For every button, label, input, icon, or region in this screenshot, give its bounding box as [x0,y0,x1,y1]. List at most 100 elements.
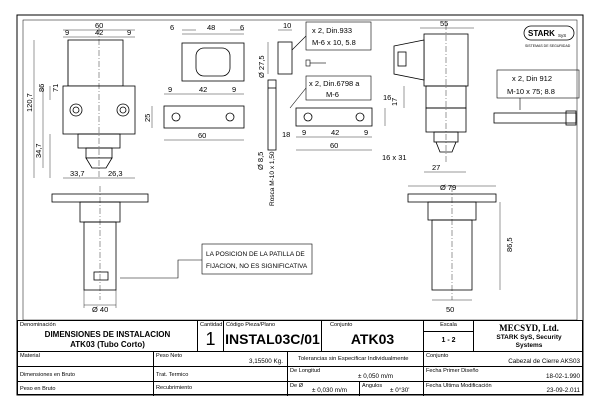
conjunto2-cell: Conjunto Cabezal de Cierre AKS03 [424,352,584,367]
dim-42-bracket: 42 [199,85,207,94]
cantidad-cell: Cantidad 1 [198,321,224,351]
note-box [120,243,313,279]
fecha-mod-cell: Fecha Ultima Modificación 23-09-2.011 [424,382,584,396]
cantidad-value: 1 [205,329,216,349]
recubrimiento-label: Recubrimiento [156,385,193,391]
stark-logo: STARK SyS SISTEMAS DE SEGURIDAD [523,25,575,48]
trat-cell: Trat. Termico [154,367,288,382]
dim-60-bracket: 60 [198,131,206,140]
dim-71: 71 [51,84,60,92]
logo-subtitle: SISTEMAS DE SEGURIDAD [525,44,571,48]
dim-17: 17 [390,98,399,106]
escala-value: 1 - 2 [441,337,456,344]
angulos-cell: Angulos ± 0°30' [360,382,424,396]
dim-60-top: 60 [95,21,103,30]
peso-neto-value: 3,15500 Kg. [249,358,283,365]
dim-bruto-cell: Dimensiones en Bruto [18,367,154,382]
dim-27-5: Ø 27,5 [257,55,266,78]
fecha-mod-label: Fecha Ultima Modificación [426,383,492,389]
dim-25: 25 [143,114,152,122]
dim-55: 55 [440,19,448,28]
cantidad-label: Cantidad [200,322,223,328]
callout-din6798-line1: x 2, Din.6798 a [309,79,360,88]
fecha-mod-value: 23-09-2.011 [546,387,581,394]
conjunto-cell: Conjunto ATK03 [322,321,424,351]
note-line2: FIJACION, NO ES SIGNIFICATIVA [206,263,308,270]
dim-16: 16 [383,93,391,102]
drawing-title-line1: DIMENSIONES DE INSTALACION [44,330,171,339]
longitud-value: ± 0,050 m/m [358,373,393,380]
dim-9-bar-right: 9 [364,128,368,137]
material-label: Material [20,353,40,359]
fecha-disenio-value: 18-02-1.990 [546,373,580,380]
dim-86: 86 [37,84,46,92]
logo-brand: STARK [528,29,555,38]
drawing-title-line2: ATK03 (Tubo Corto) [70,340,145,349]
dim-18: 18 [282,130,290,139]
flat-bar-view [295,107,386,151]
dim-120-7: 120,7 [25,93,34,112]
sheet-border [16,14,584,396]
dim-9-bracket-right: 9 [232,85,236,94]
callout-boxes [289,21,580,110]
denominacion-label: Denominación [20,322,56,328]
trat-label: Trat. Termico [156,372,189,378]
escala-cell: Escala 1 - 2 [424,321,474,351]
callout-din933-line1: x 2, Din.933 [312,26,352,35]
conjunto-value: ATK03 [350,331,395,347]
dim-27: 27 [432,163,440,172]
denominacion-cell: Denominación DIMENSIONES DE INSTALACION … [18,321,198,351]
conjunto-label: Conjunto [330,322,353,328]
conjunto2-value: Cabezal de Cierre AKS03 [508,358,580,365]
peso-neto-cell: Peso Neto 3,15500 Kg. [154,352,288,367]
washer-view [267,29,293,75]
angulos-value: ± 0°30' [390,387,410,394]
dim-rosca: Rosca M-10 x 1,50 [269,151,276,206]
diam-cell: De Ø ± 0,030 m/m [288,382,360,396]
callout-din912-line2: M-10 x 75; 8.8 [507,87,555,96]
callout-din933-line2: M-6 x 10, 5.8 [312,38,356,47]
codigo-cell: Código Pieza/Plano INSTAL03C/01 [224,321,322,351]
dim-10-washer: 10 [283,21,291,30]
note-line1: LA POSICION DE LA PATILLA DE [206,251,305,258]
title-row-dimensiones: Dimensiones en Bruto Trat. Termico De Lo… [18,366,582,382]
company-line3: Systems [515,342,543,349]
longitud-cell: De Longitud ± 0,050 m/m [288,367,424,382]
dim-60-bar: 60 [330,141,338,150]
logo-suffix: SyS [558,33,566,38]
dim-79: Ø 79 [440,183,456,192]
dim-9-left: 9 [65,28,69,37]
dim-9-bracket-left: 9 [168,85,172,94]
side-view-head [393,24,577,173]
codigo-label: Código Pieza/Plano [226,322,276,328]
codigo-value: INSTAL03C/01 [225,331,320,347]
dim-42-bar: 42 [331,128,339,137]
callout-din912-line1: x 2, Din 912 [512,74,552,83]
dim-9-right: 9 [127,28,131,37]
dim-34-7: 34,7 [34,143,43,158]
dim-bruto-label: Dimensiones en Bruto [20,372,76,378]
plate-view [181,29,245,82]
dim-26-3: 26,3 [108,169,123,178]
callout-din6798-line2: M-6 [326,90,339,99]
dim-33-7: 33,7 [70,169,85,178]
tolerancias-text: Tolerancias sin Especificar Individualme… [298,356,409,362]
bracket-view [151,93,245,141]
fecha-disenio-cell: Fecha Primer Diseño 18-02-1.990 [424,367,584,382]
tolerancias-cell: Tolerancias sin Especificar Individualme… [288,352,424,367]
escala-label: Escala [440,322,457,328]
diam-label: De Ø [290,383,304,389]
company-cell: MECSYD, Ltd. STARK SyS, Security Systems [474,321,584,351]
dim-42-top: 42 [95,28,103,37]
dim-6-plate-right: 6 [240,23,244,32]
dim-50: 50 [446,305,454,314]
title-block: Denominación DIMENSIONES DE INSTALACION … [17,320,584,396]
peso-bruto-label: Peso en Bruto [20,386,56,392]
material-cell: Material [18,352,154,367]
company-name: MECSYD, Ltd. [499,323,559,333]
threaded-rod-view [267,79,277,151]
title-row-peso: Peso en Bruto Recubrimiento De Ø ± 0,030… [18,381,582,396]
angulos-label: Angulos [362,383,383,389]
